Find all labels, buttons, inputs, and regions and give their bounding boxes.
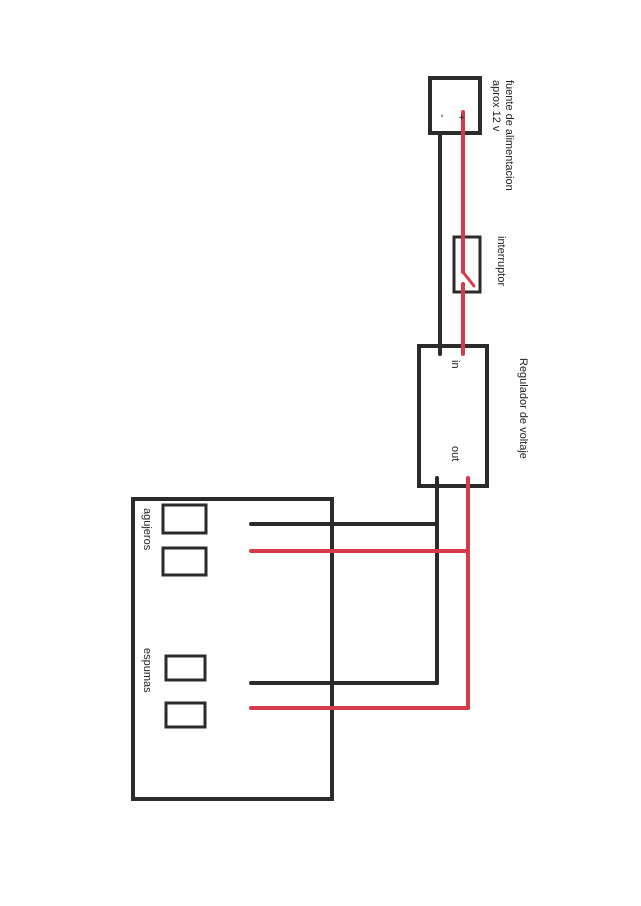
switch-lever <box>461 270 476 288</box>
negative-wire <box>249 131 442 685</box>
switch-box <box>452 235 482 294</box>
foam-slot <box>164 654 207 682</box>
power-supply-label-line1: fuente de alimentacion <box>503 80 515 191</box>
regulator-label: Regulador de voltaje <box>517 358 529 459</box>
power-supply-label-line2: aprox 12 v <box>490 80 502 132</box>
holes-label: agujeros <box>141 508 153 551</box>
switch-label: interruptor <box>495 236 507 286</box>
minus-terminal-label: - <box>436 114 448 118</box>
regulator-in-label: in <box>449 360 461 369</box>
plus-terminal-label: + <box>455 114 467 120</box>
foam-board <box>131 497 334 801</box>
regulator-out-label: out <box>449 446 461 461</box>
foam-slot <box>164 701 207 729</box>
positive-wire <box>249 110 470 710</box>
foams-label: espumas <box>141 648 153 693</box>
hole-slot <box>161 503 208 535</box>
power-supply-box <box>428 76 482 135</box>
voltage-regulator-box <box>417 344 489 488</box>
hole-slot <box>161 546 208 577</box>
